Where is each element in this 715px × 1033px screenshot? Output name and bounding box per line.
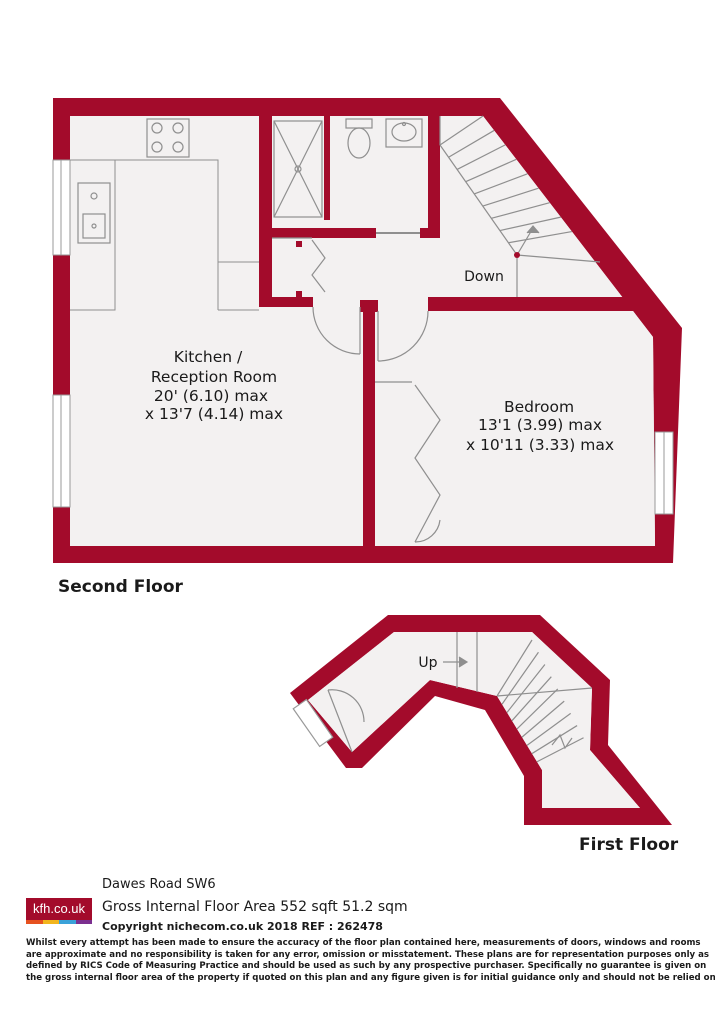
bedroom-name-label: Bedroom — [504, 398, 574, 416]
kfh-logo: kfh.co.uk — [26, 898, 92, 924]
logo-stripe-3 — [59, 920, 76, 924]
stair-tread — [508, 230, 572, 244]
bedroom-dimension-1: 13'1 (3.99) max — [478, 416, 602, 434]
first-floor-outer-wall — [290, 615, 672, 825]
front-door-swing — [292, 689, 365, 753]
bathroom-wall-bottom-right — [420, 228, 440, 238]
stair-tread — [521, 700, 565, 738]
kitchen-name-label-2: Reception Room — [151, 368, 277, 386]
shower-tray-icon — [273, 120, 323, 218]
partition-wall-top — [360, 300, 378, 312]
disclaimer: Whilst every attempt has been made to en… — [26, 938, 715, 982]
kitchen-name-label: Kitchen / — [174, 348, 243, 366]
hall-cupboard — [272, 237, 326, 297]
stair-tread — [501, 651, 539, 705]
stair-tread — [456, 144, 506, 170]
hall-wall-bottom-right — [428, 297, 657, 311]
bedroom-dimension-2: x 10'11 (3.33) max — [466, 436, 614, 454]
stair-tread — [516, 688, 559, 730]
stair-tread — [526, 712, 572, 746]
floor-area: Gross Internal Floor Area 552 sqft 51.2 … — [102, 899, 408, 915]
stair-tread — [496, 639, 533, 697]
bedroom-wardrobe — [375, 381, 441, 543]
logo-stripe-4 — [75, 920, 92, 924]
kitchen-dimension-2: x 13'7 (4.14) max — [145, 405, 283, 423]
stair-tread — [482, 187, 539, 207]
property-address: Dawes Road SW6 — [102, 877, 216, 892]
stair-tread — [465, 158, 517, 183]
partition-wall — [363, 303, 375, 546]
stair-tread — [439, 115, 484, 146]
bathroom-wall-right — [428, 116, 440, 238]
footer: kfh.co.uk Dawes Road SW6 Gross Internal … — [0, 872, 715, 1033]
stair-tread — [531, 725, 578, 755]
stair-tread — [506, 664, 546, 713]
stair-tread — [499, 216, 561, 232]
stair-tread — [448, 129, 495, 158]
first-floor-plan: Up First Floor — [290, 615, 679, 855]
kitchen-worktop — [70, 159, 259, 311]
door-bedroom-swing — [377, 310, 429, 362]
staircase-down — [439, 115, 601, 297]
bathroom-wall-left — [259, 116, 272, 302]
hob-icon — [146, 118, 190, 158]
stairs-up-label: Up — [418, 655, 437, 671]
logo-stripe-2 — [42, 920, 59, 924]
door-kitchen-swing — [312, 306, 361, 355]
stair-tread — [474, 173, 528, 195]
second-floor-floor — [70, 116, 655, 546]
second-floor-plan: Kitchen / Reception Room 20' (6.10) max … — [52, 98, 682, 597]
kitchen-sink-icon — [77, 182, 111, 244]
first-floor-label: First Floor — [579, 835, 679, 855]
floor-plan: Kitchen / Reception Room 20' (6.10) max … — [52, 98, 682, 855]
stair-tread — [511, 676, 552, 722]
second-floor-label: Second Floor — [58, 577, 184, 597]
kitchen-dimension-1: 20' (6.10) max — [154, 387, 268, 405]
bathroom-basin-icon — [385, 118, 423, 148]
hall-wall-bottom-left — [259, 297, 313, 307]
stair-tread — [536, 737, 584, 763]
logo-stripes — [26, 920, 92, 924]
stairs-down-label: Down — [464, 269, 504, 285]
bathroom-wall-bottom-left — [259, 228, 376, 238]
logo-stripe-1 — [26, 920, 43, 924]
logo-text: kfh.co.uk — [32, 901, 86, 916]
stair-tread — [491, 202, 550, 219]
copyright: Copyright nichecom.co.uk 2018 REF : 2624… — [102, 920, 383, 933]
first-floor-floor — [308, 632, 640, 808]
staircase-up — [443, 632, 593, 763]
bathroom-inner-wall — [324, 116, 330, 220]
toilet-icon — [345, 118, 373, 159]
